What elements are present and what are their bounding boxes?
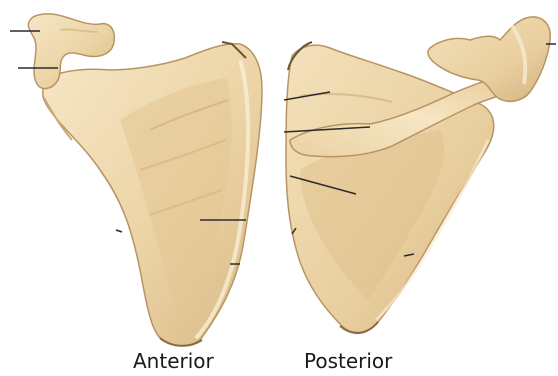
anterior-leader-5 bbox=[116, 230, 122, 232]
posterior-acromion bbox=[428, 17, 550, 101]
posterior-caption: Posterior bbox=[304, 350, 392, 372]
posterior-scapula bbox=[286, 17, 550, 333]
anterior-caption: Anterior bbox=[133, 350, 214, 372]
anterior-scapula bbox=[28, 14, 262, 346]
